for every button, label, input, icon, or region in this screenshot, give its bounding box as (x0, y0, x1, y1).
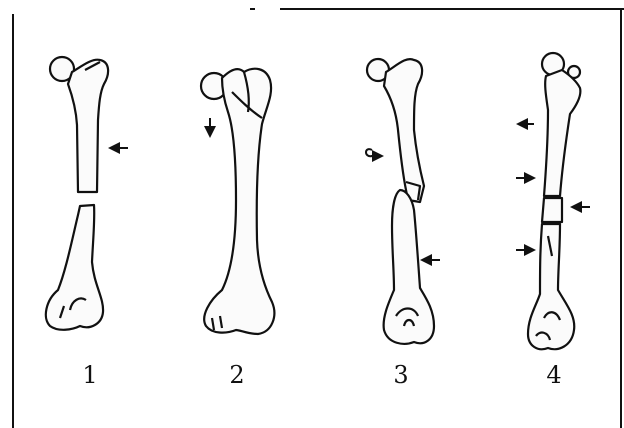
panel-2-femur (201, 69, 274, 334)
segment-fragment-shape (542, 198, 562, 222)
proximal-fragment-shape (544, 70, 580, 196)
proximal-fragment-shape (68, 60, 108, 192)
distal-fragment-shape (528, 224, 574, 349)
panel-1-label: 1 (75, 360, 105, 390)
panel-4-femur (528, 53, 580, 349)
panel-1-femur (46, 57, 108, 330)
proximal-fragment-shape (384, 59, 424, 202)
distal-fragment-shape (46, 205, 103, 330)
panel-4-label: 4 (539, 360, 569, 390)
panel-3-rotation-arrow (366, 149, 382, 156)
panel-3-femur (367, 59, 434, 344)
femur-shaft-shape (204, 69, 274, 334)
panel-2-label: 2 (222, 360, 252, 390)
panel-3-label: 3 (386, 360, 416, 390)
